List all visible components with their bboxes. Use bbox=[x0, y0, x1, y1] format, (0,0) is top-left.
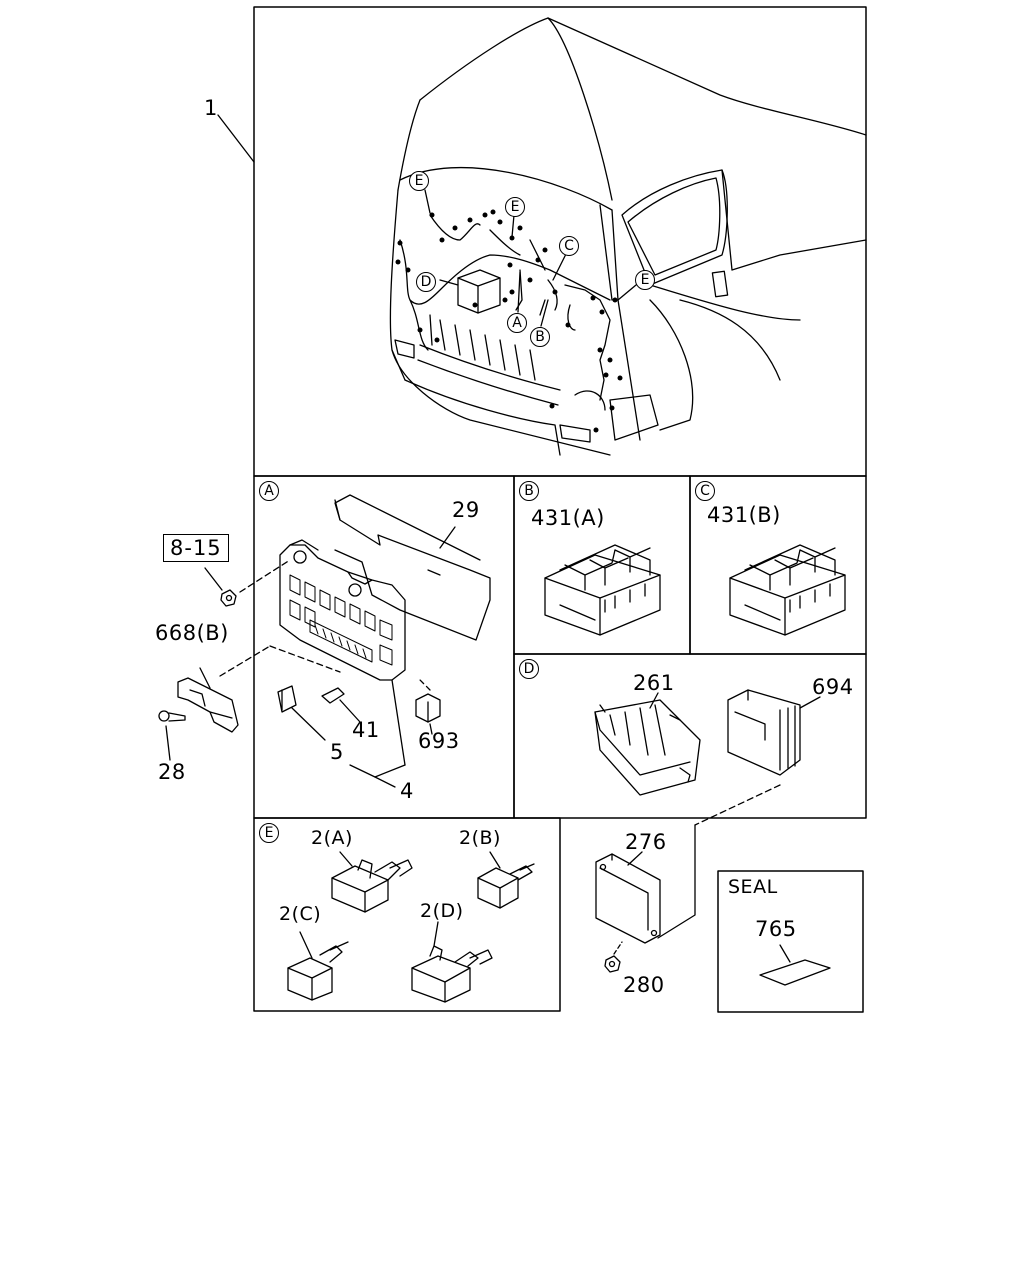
relay-block-431a bbox=[544, 544, 661, 636]
label-part-29: 29 bbox=[452, 498, 480, 522]
reference-box-8-15: 8-15 bbox=[163, 534, 229, 562]
callout-e-2: E bbox=[505, 197, 525, 217]
panel-d-callout: D bbox=[519, 659, 539, 679]
panel-a-callout: A bbox=[259, 481, 279, 501]
callout-c-main: C bbox=[559, 236, 579, 256]
label-part-280: 280 bbox=[623, 973, 665, 997]
truck-cab-drawing bbox=[389, 17, 867, 456]
label-part-28: 28 bbox=[158, 760, 186, 784]
label-part-2b: 2(B) bbox=[459, 827, 501, 849]
panel-e-callout: E bbox=[259, 823, 279, 843]
label-part-2d: 2(D) bbox=[420, 900, 464, 922]
fuse-box-drawing bbox=[158, 494, 491, 788]
callout-e-1: E bbox=[409, 171, 429, 191]
label-part-5: 5 bbox=[330, 740, 344, 764]
callout-b-main: B bbox=[530, 327, 550, 347]
seal-765 bbox=[759, 944, 831, 986]
label-part-41: 41 bbox=[352, 718, 380, 742]
seal-box-title: SEAL bbox=[728, 876, 778, 898]
panel-c-callout: C bbox=[695, 481, 715, 501]
callout-a-main: A bbox=[507, 313, 527, 333]
label-part-2a: 2(A) bbox=[311, 827, 353, 849]
label-part-765: 765 bbox=[755, 917, 797, 941]
cover-261 bbox=[594, 692, 701, 796]
label-part-668b: 668(B) bbox=[155, 621, 229, 645]
label-part-2c: 2(C) bbox=[279, 903, 322, 925]
module-694 bbox=[694, 689, 821, 826]
label-part-1: 1 bbox=[204, 96, 218, 120]
panel-frames bbox=[253, 6, 867, 1013]
relays-2 bbox=[287, 851, 535, 1003]
label-part-276: 276 bbox=[625, 830, 667, 854]
label-part-693: 693 bbox=[418, 729, 460, 753]
callout-e-3: E bbox=[635, 270, 655, 290]
ecu-276 bbox=[595, 824, 696, 973]
label-part-261: 261 bbox=[633, 671, 675, 695]
label-part-431b: 431(B) bbox=[707, 503, 781, 527]
label-part-431a: 431(A) bbox=[531, 506, 605, 530]
relay-block-431b bbox=[729, 544, 846, 636]
panel-b-callout: B bbox=[519, 481, 539, 501]
label-part-694: 694 bbox=[812, 675, 854, 699]
callout-d-main: D bbox=[416, 272, 436, 292]
label-part-4: 4 bbox=[400, 779, 414, 803]
